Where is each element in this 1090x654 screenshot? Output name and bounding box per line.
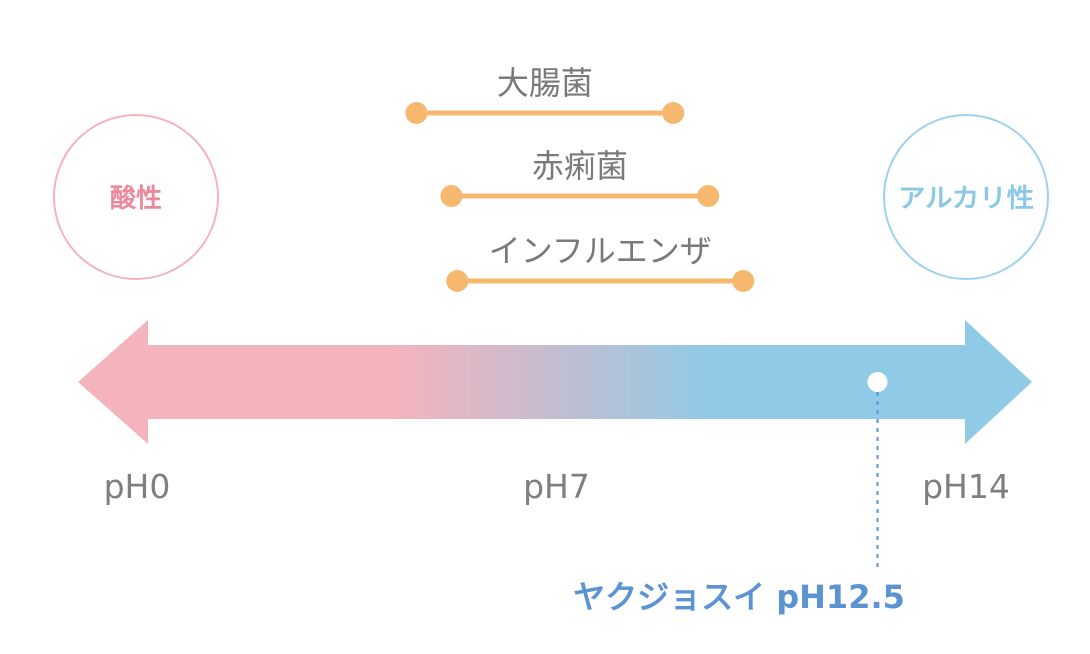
marker-dot <box>867 372 888 392</box>
axis-tick-label: pH0 <box>104 467 171 506</box>
range-label: 大腸菌 <box>497 64 593 102</box>
range-end-dot <box>662 102 685 124</box>
range-start-dot <box>405 102 428 124</box>
axis-ticks: pH0 pH7 pH14 <box>104 467 1010 506</box>
axis-tick-label: pH7 <box>523 467 590 506</box>
marker-label: ヤクジョスイ pH12.5 <box>573 578 905 616</box>
range-start-dot <box>446 270 469 292</box>
range-label: 赤痢菌 <box>532 147 628 185</box>
alkali-label: アルカリ性 <box>898 184 1034 214</box>
alkali-circle <box>883 114 1049 280</box>
ph-scale-arrow <box>78 320 1032 444</box>
range-start-dot <box>440 185 463 207</box>
range-label: インフルエンザ <box>489 232 712 270</box>
range-end-dot <box>732 270 755 292</box>
acid-label: 酸性 <box>110 184 162 214</box>
range-end-dot <box>697 185 720 207</box>
axis-tick-label: pH14 <box>922 467 1010 506</box>
acid-circle <box>53 114 219 280</box>
